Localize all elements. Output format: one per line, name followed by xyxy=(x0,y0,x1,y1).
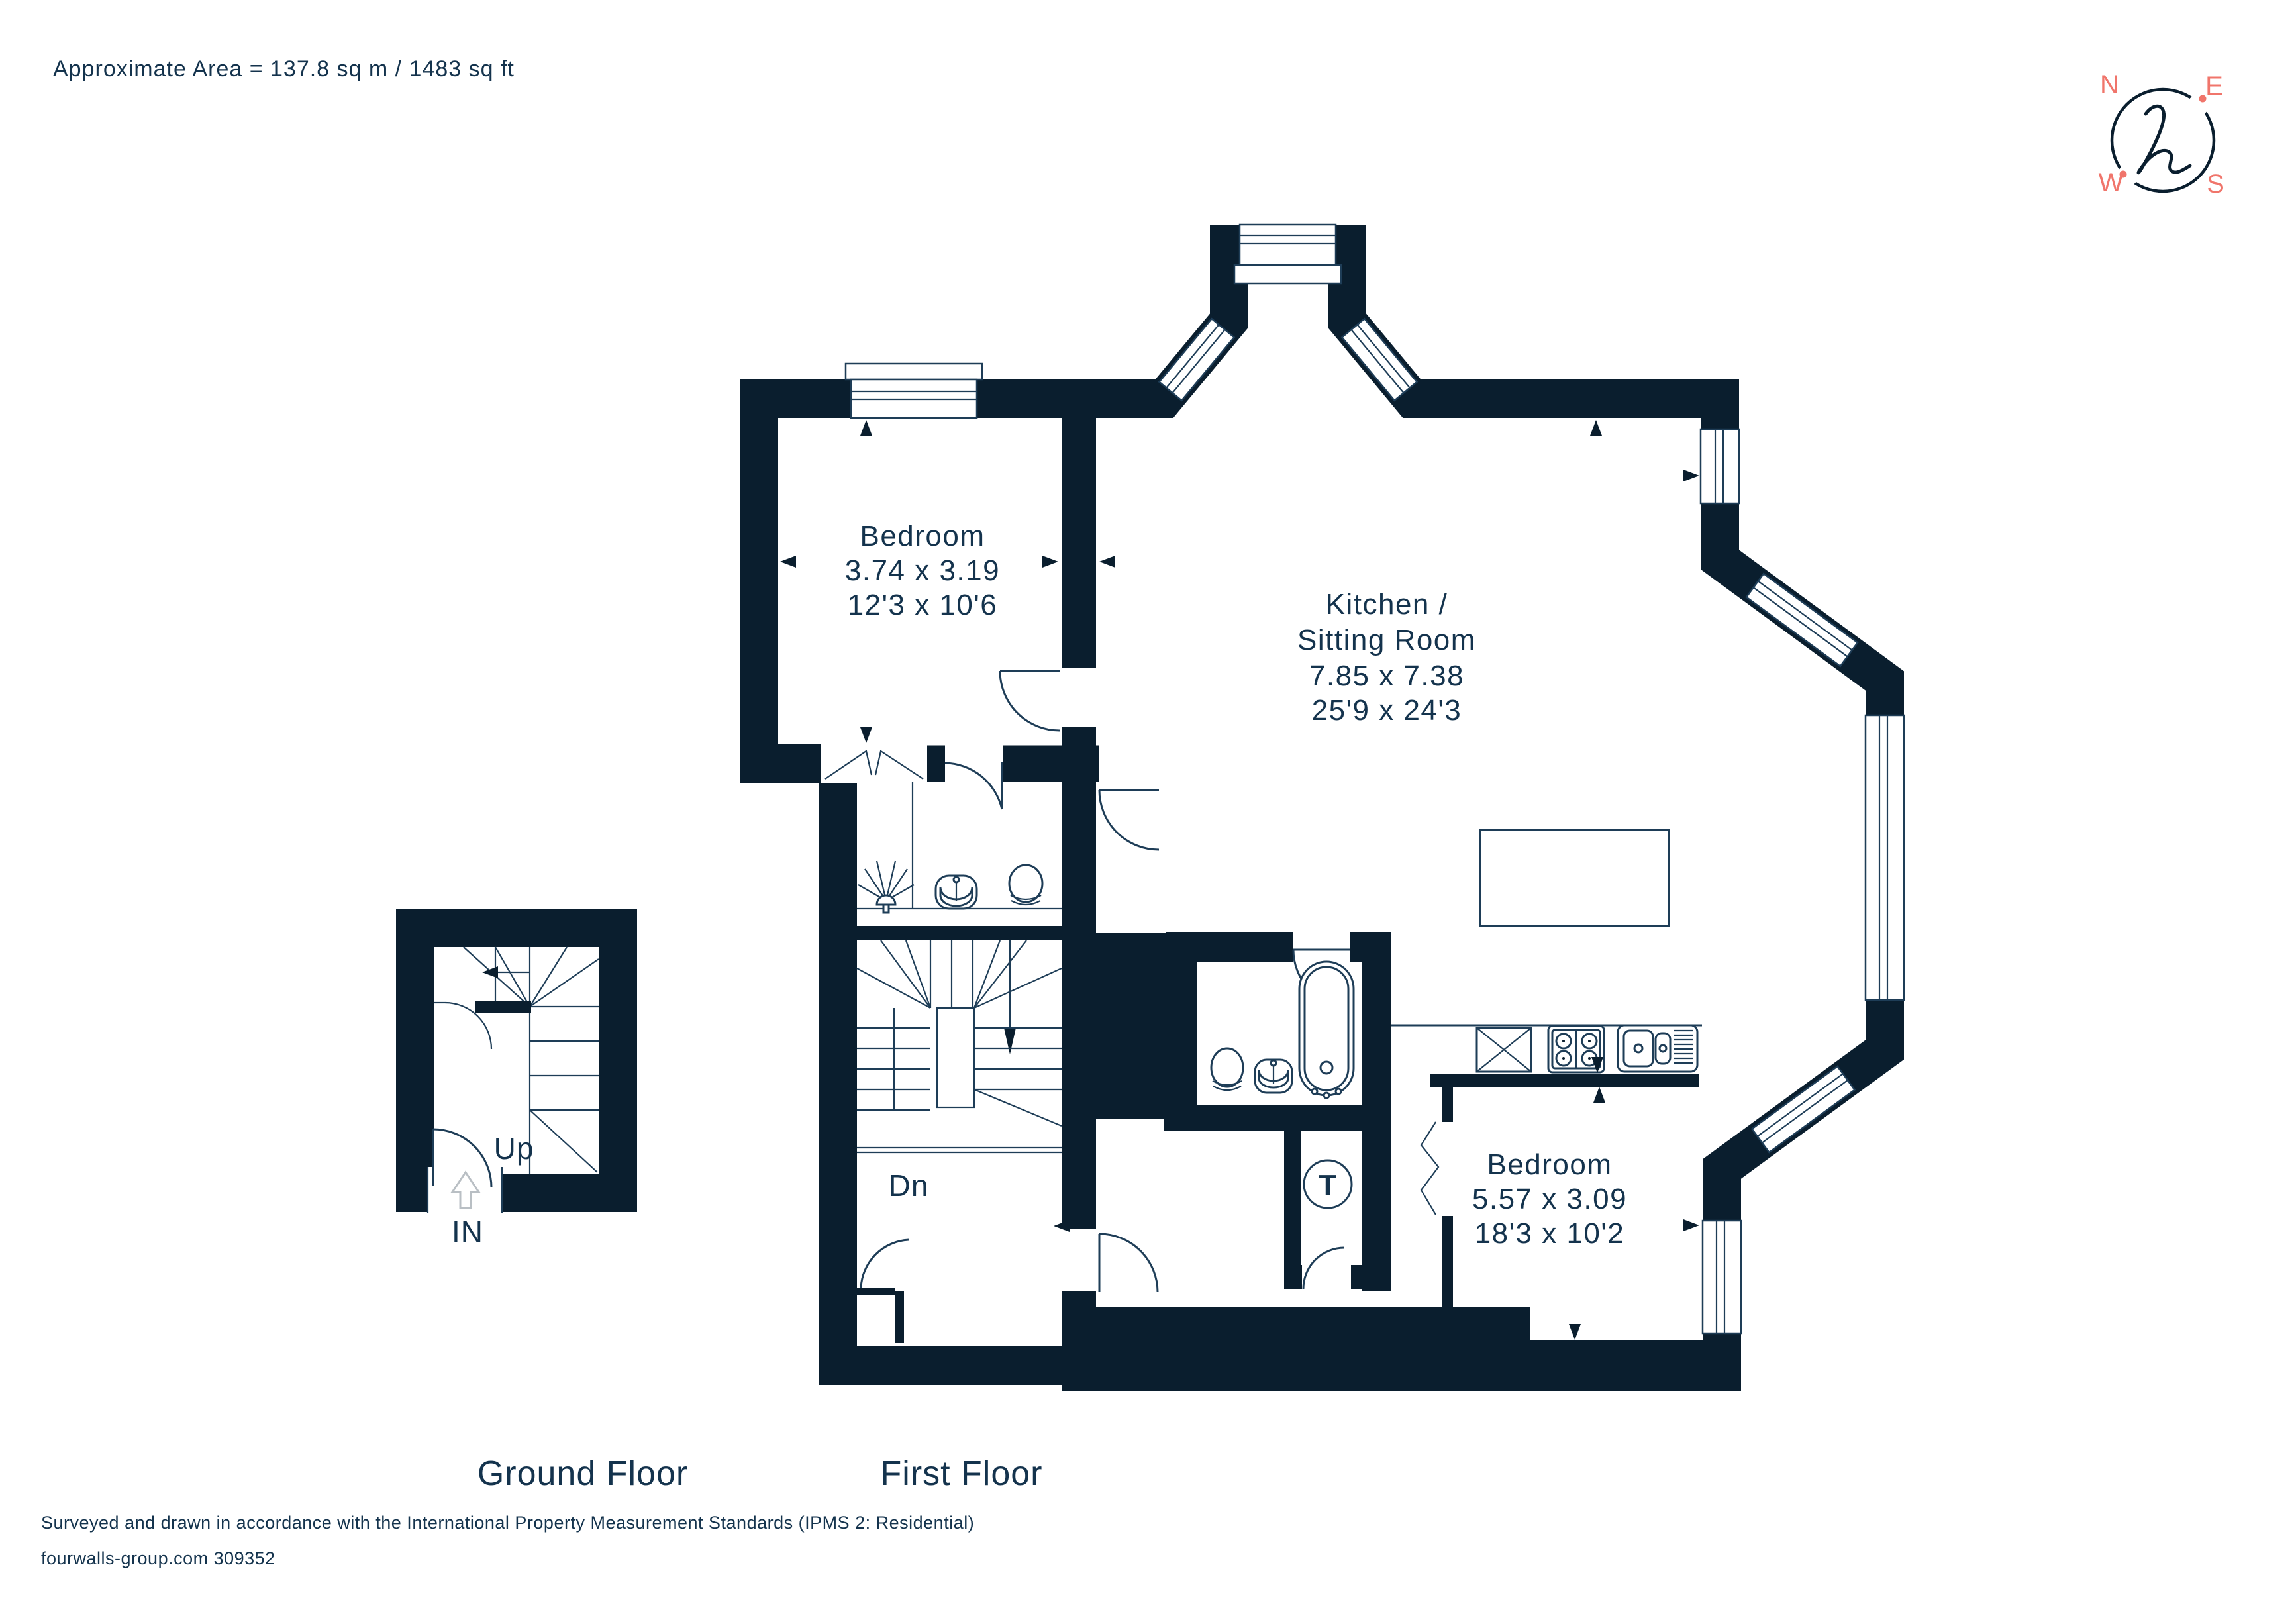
window-icon xyxy=(1699,428,1740,505)
bedroom1-door-arc xyxy=(999,670,1061,732)
entrance-door-arc xyxy=(432,1128,493,1188)
closet-door-arc xyxy=(444,1001,493,1050)
wardrobe-door xyxy=(874,750,924,780)
stair-wall-stub xyxy=(475,1001,531,1013)
ground-floor-label: Ground Floor xyxy=(477,1454,688,1493)
tank-label: T xyxy=(1319,1169,1337,1201)
appliance-icon xyxy=(1475,1027,1532,1073)
compass-gap xyxy=(2115,164,2140,189)
first-floor-plan: Dn xyxy=(740,223,1905,1391)
window-icon xyxy=(1238,223,1337,266)
kitchen-sink-icon xyxy=(1617,1024,1699,1073)
bathroom xyxy=(1210,960,1355,1099)
hall-door-arc xyxy=(1099,1233,1159,1293)
compass-dot-icon xyxy=(2119,170,2127,178)
compass-gap xyxy=(2186,92,2211,117)
kitchen-door-arc xyxy=(1098,789,1160,851)
window-icon xyxy=(1864,714,1905,1001)
bedroom1-name: Bedroom xyxy=(860,520,985,552)
wc-door-arc xyxy=(944,762,1003,810)
in-label: IN xyxy=(452,1215,483,1249)
room-labels: Bedroom 3.74 x 3.19 12'3 x 10'6 Kitchen … xyxy=(845,520,1627,1250)
window-icon xyxy=(1701,1219,1742,1335)
window-icon xyxy=(1745,572,1859,668)
kitchen-name-line2: Sitting Room xyxy=(1297,624,1476,656)
first-floor-label: First Floor xyxy=(881,1454,1043,1493)
window-icon xyxy=(1340,317,1419,402)
kitchen-island xyxy=(1479,829,1670,927)
entry-direction-arrow-icon xyxy=(450,1170,481,1209)
toilet-icon xyxy=(1008,864,1044,906)
window-sill xyxy=(1233,264,1342,285)
bedroom2-bifold-door xyxy=(1420,1121,1440,1215)
brand-h-logo-icon xyxy=(2136,104,2192,175)
compass-e-label: E xyxy=(2205,72,2224,101)
bedroom1-imperial: 12'3 x 10'6 xyxy=(848,589,998,621)
bedroom2-metric: 5.57 x 3.09 xyxy=(1472,1183,1627,1215)
first-floor-outer-walls xyxy=(740,225,1904,1385)
tank-room: T xyxy=(1303,1159,1353,1209)
window-icon xyxy=(1158,317,1236,402)
reference-number: fourwalls-group.com 309352 xyxy=(41,1548,275,1568)
compass-s-label: S xyxy=(2207,170,2225,199)
bedroom2-imperial: 18'3 x 10'2 xyxy=(1475,1217,1625,1250)
compass-dot-icon xyxy=(2199,95,2207,103)
toilet-icon xyxy=(1210,1047,1244,1091)
compass-circle-icon xyxy=(2110,87,2216,193)
kitchen-units xyxy=(1391,829,1702,1074)
first-floor-stairs-down xyxy=(856,940,1062,1154)
compass-w-label: W xyxy=(2099,168,2124,197)
window-icon xyxy=(1750,1065,1856,1154)
ground-floor-walls xyxy=(396,909,637,1212)
up-label: Up xyxy=(494,1131,534,1166)
kitchen-metric: 7.85 x 7.38 xyxy=(1309,660,1464,692)
tank-room-door-arc xyxy=(1302,1246,1345,1289)
approximate-area-note: Approximate Area = 137.8 sq m / 1483 sq … xyxy=(53,56,515,81)
dn-label: Dn xyxy=(889,1168,929,1203)
stair-down-arrow-icon xyxy=(1004,1028,1016,1054)
ground-floor-plan: Up IN xyxy=(396,909,637,1249)
sink-icon xyxy=(1254,1058,1293,1094)
kitchen-name-line1: Kitchen / xyxy=(1326,588,1448,621)
compass-n-label: N xyxy=(2100,70,2120,99)
wc-room xyxy=(857,782,1062,914)
tank-circle-icon xyxy=(1303,1159,1353,1209)
windows xyxy=(844,223,1905,1335)
kitchen-imperial: 25'9 x 24'3 xyxy=(1312,694,1462,727)
stair-direction-arrow-icon xyxy=(482,966,498,978)
hob-icon xyxy=(1547,1025,1605,1074)
shower-icon xyxy=(858,860,915,914)
wardrobe-door xyxy=(824,750,873,780)
bath-icon xyxy=(1298,960,1355,1099)
standards-note: Surveyed and drawn in accordance with th… xyxy=(41,1513,974,1533)
sink-icon xyxy=(934,874,978,910)
window-sill xyxy=(844,362,983,381)
measure-arrows xyxy=(780,420,1699,1340)
ground-stairs-up xyxy=(434,946,599,1174)
cupboard-door-arc xyxy=(860,1238,909,1288)
bedroom2-name: Bedroom xyxy=(1487,1148,1612,1181)
compass: N E W S xyxy=(2099,70,2225,199)
bedroom1-metric: 3.74 x 3.19 xyxy=(845,554,1000,587)
